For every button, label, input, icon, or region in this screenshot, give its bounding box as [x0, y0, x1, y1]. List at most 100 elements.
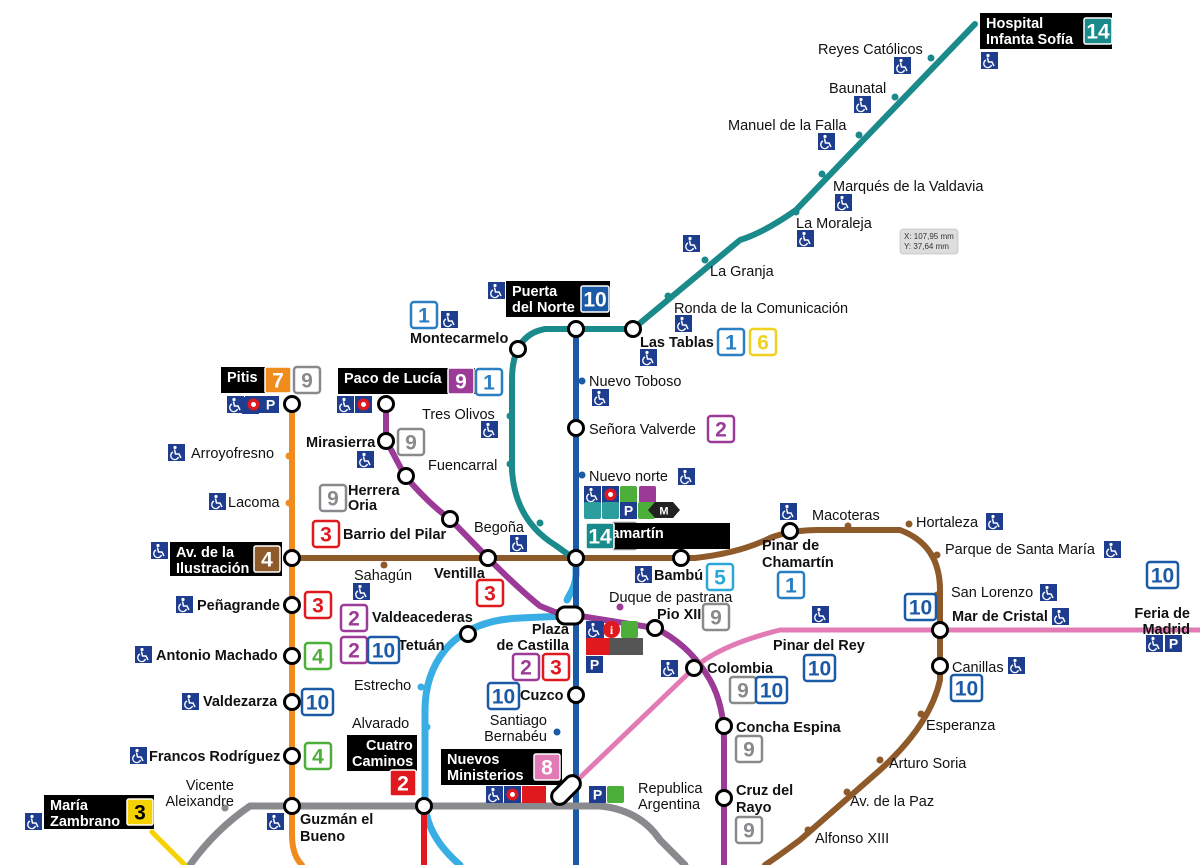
- station-label-ronda-comunicacion[interactable]: Ronda de la Comunicación: [674, 301, 848, 317]
- station-label-guzman-el-bueno[interactable]: Guzmán el: [300, 812, 373, 828]
- station-node[interactable]: [931, 657, 949, 675]
- station-node[interactable]: [377, 432, 395, 450]
- station-label-republica-argentina[interactable]: Republica: [638, 781, 703, 797]
- station-node[interactable]: [397, 467, 415, 485]
- station-label-la-granja[interactable]: La Granja: [710, 264, 775, 280]
- station-node[interactable]: [283, 395, 301, 413]
- station-label-republica-argentina[interactable]: Argentina: [638, 797, 701, 813]
- station-label-baunatal[interactable]: Baunatal: [829, 81, 886, 97]
- station-node[interactable]: [672, 549, 690, 567]
- station-label-santiago-bernabeu[interactable]: Santiago: [490, 713, 547, 729]
- line-badge-b-tetuan-10[interactable]: 10: [366, 635, 401, 665]
- station-node[interactable]: [283, 647, 301, 665]
- station-label-montecarmelo[interactable]: Montecarmelo: [410, 331, 508, 347]
- station-label-feria-de-madrid[interactable]: Madrid: [1142, 622, 1190, 638]
- station-node[interactable]: [715, 717, 733, 735]
- line-badge-b-francos-4[interactable]: 4: [303, 741, 333, 771]
- line-badge-b-mirasierra-9[interactable]: 9: [396, 427, 426, 457]
- station-label-nuevo-norte[interactable]: Nuevo norte: [589, 469, 668, 485]
- station-label-arturo-soria[interactable]: Arturo Soria: [889, 756, 967, 772]
- line-badge-b-pio-9[interactable]: 9: [701, 602, 731, 632]
- station-label-manuel-de-la-falla[interactable]: Manuel de la Falla: [728, 118, 847, 134]
- station-label-mirasierra[interactable]: Mirasierra: [306, 435, 376, 451]
- station-label-pinar-de-chamartin[interactable]: Pinar de: [762, 538, 819, 554]
- station-label-pinar-del-rey[interactable]: Pinar del Rey: [773, 638, 865, 654]
- station-node[interactable]: [567, 686, 585, 704]
- station-label-feria-de-madrid[interactable]: Feria de: [1134, 606, 1190, 622]
- station-label-duque-de-pastrana[interactable]: Duque de pastrana: [609, 590, 733, 606]
- station-label-ventilla[interactable]: Ventilla: [434, 566, 486, 582]
- station-label-tres-olivos[interactable]: Tres Olivos: [422, 407, 495, 423]
- station-label-lacoma[interactable]: Lacoma: [228, 495, 281, 511]
- station-node[interactable]: [567, 419, 585, 437]
- line-badge-b-cuzco-10[interactable]: 10: [486, 681, 521, 711]
- station-label-begona[interactable]: Begoña: [474, 520, 525, 536]
- station-label-nuevo-toboso[interactable]: Nuevo Toboso: [589, 374, 681, 390]
- station-label-esperanza[interactable]: Esperanza: [926, 718, 996, 734]
- line-badge-b-montecarmelo-1[interactable]: 1: [409, 300, 439, 330]
- station-label-vicente-aleixandre[interactable]: Vicente: [186, 778, 234, 794]
- line-badge-b-herrera-9[interactable]: 9: [318, 483, 348, 513]
- station-node[interactable]: [283, 693, 301, 711]
- station-node[interactable]: [567, 320, 585, 338]
- station-label-pinar-de-chamartin[interactable]: Chamartín: [762, 555, 834, 571]
- station-node[interactable]: [624, 320, 642, 338]
- station-node[interactable]: [509, 340, 527, 358]
- station-node[interactable]: [479, 549, 497, 567]
- station-node[interactable]: [441, 510, 459, 528]
- station-label-valdezarza[interactable]: Valdezarza: [203, 694, 278, 710]
- station-label-colombia[interactable]: Colombia: [707, 661, 774, 677]
- station-label-santiago-bernabeu[interactable]: Bernabéu: [484, 729, 547, 745]
- station-label-alfonso-xiii[interactable]: Alfonso XIII: [815, 831, 889, 847]
- line-badge-b-valdeaced-2[interactable]: 2: [339, 603, 369, 633]
- line-badge-b-pinarrey-10[interactable]: 10: [802, 653, 837, 683]
- station-node[interactable]: [283, 797, 301, 815]
- station-label-plaza-de-castilla[interactable]: Plaza: [532, 622, 570, 638]
- station-label-las-tablas[interactable]: Las Tablas: [640, 335, 714, 351]
- line-badge-b-mar-10[interactable]: 10: [903, 592, 938, 622]
- line-badge-b-valdezarza-10[interactable]: 10: [300, 687, 335, 717]
- line-badge-b-feria-10[interactable]: 10: [1145, 560, 1180, 590]
- station-label-hortaleza[interactable]: Hortaleza: [916, 515, 979, 531]
- line-badge-b-pinarch-1[interactable]: 1: [776, 570, 806, 600]
- line-badge-b-lastablas-6[interactable]: 6: [748, 327, 778, 357]
- station-label-canillas[interactable]: Canillas: [952, 660, 1004, 676]
- station-label-pio-xii[interactable]: Pio XII: [657, 607, 701, 623]
- station-label-bambu[interactable]: Bambú: [654, 568, 703, 584]
- line-badge-b-plaza-2[interactable]: 2: [511, 652, 541, 682]
- station-node[interactable]: [415, 797, 433, 815]
- station-node[interactable]: [781, 522, 799, 540]
- line-badge-b-canillas-10[interactable]: 10: [949, 673, 984, 703]
- line-badge-b-senora-2[interactable]: 2: [706, 414, 736, 444]
- station-label-cruz-del-rayo[interactable]: Cruz del: [736, 783, 793, 799]
- station-label-tetuan[interactable]: Tetuán: [398, 638, 444, 654]
- line-badge-b-colombia-10[interactable]: 10: [754, 675, 789, 705]
- station-label-vicente-aleixandre[interactable]: Aleixandre: [165, 794, 234, 810]
- station-label-fuencarral[interactable]: Fuencarral: [428, 458, 497, 474]
- station-node[interactable]: [685, 659, 703, 677]
- station-label-penagrande[interactable]: Peñagrande: [197, 598, 280, 614]
- station-label-marques-valdavia[interactable]: Marqués de la Valdavia: [833, 179, 984, 195]
- station-node[interactable]: [567, 549, 585, 567]
- station-label-valdeacederas[interactable]: Valdeacederas: [372, 610, 473, 626]
- station-label-san-lorenzo[interactable]: San Lorenzo: [951, 585, 1033, 601]
- station-node[interactable]: [377, 395, 395, 413]
- line-badge-b-pitis-9[interactable]: 9: [292, 365, 322, 395]
- station-label-plaza-de-castilla[interactable]: de Castilla: [496, 638, 569, 654]
- station-node[interactable]: [931, 621, 949, 639]
- station-label-cuzco[interactable]: Cuzco: [520, 688, 564, 704]
- station-label-francos-rodriguez[interactable]: Francos Rodríguez: [149, 749, 280, 765]
- station-label-cruz-del-rayo[interactable]: Rayo: [736, 800, 772, 816]
- plaza-castilla-interchange[interactable]: [555, 605, 585, 626]
- station-label-sahagun[interactable]: Sahagún: [354, 568, 412, 584]
- station-node[interactable]: [459, 625, 477, 643]
- line-badge-b-ventilla-3[interactable]: 3: [475, 578, 505, 608]
- station-label-reyes-catolicos[interactable]: Reyes Católicos: [818, 42, 923, 58]
- station-label-mar-de-cristal[interactable]: Mar de Cristal: [952, 609, 1048, 625]
